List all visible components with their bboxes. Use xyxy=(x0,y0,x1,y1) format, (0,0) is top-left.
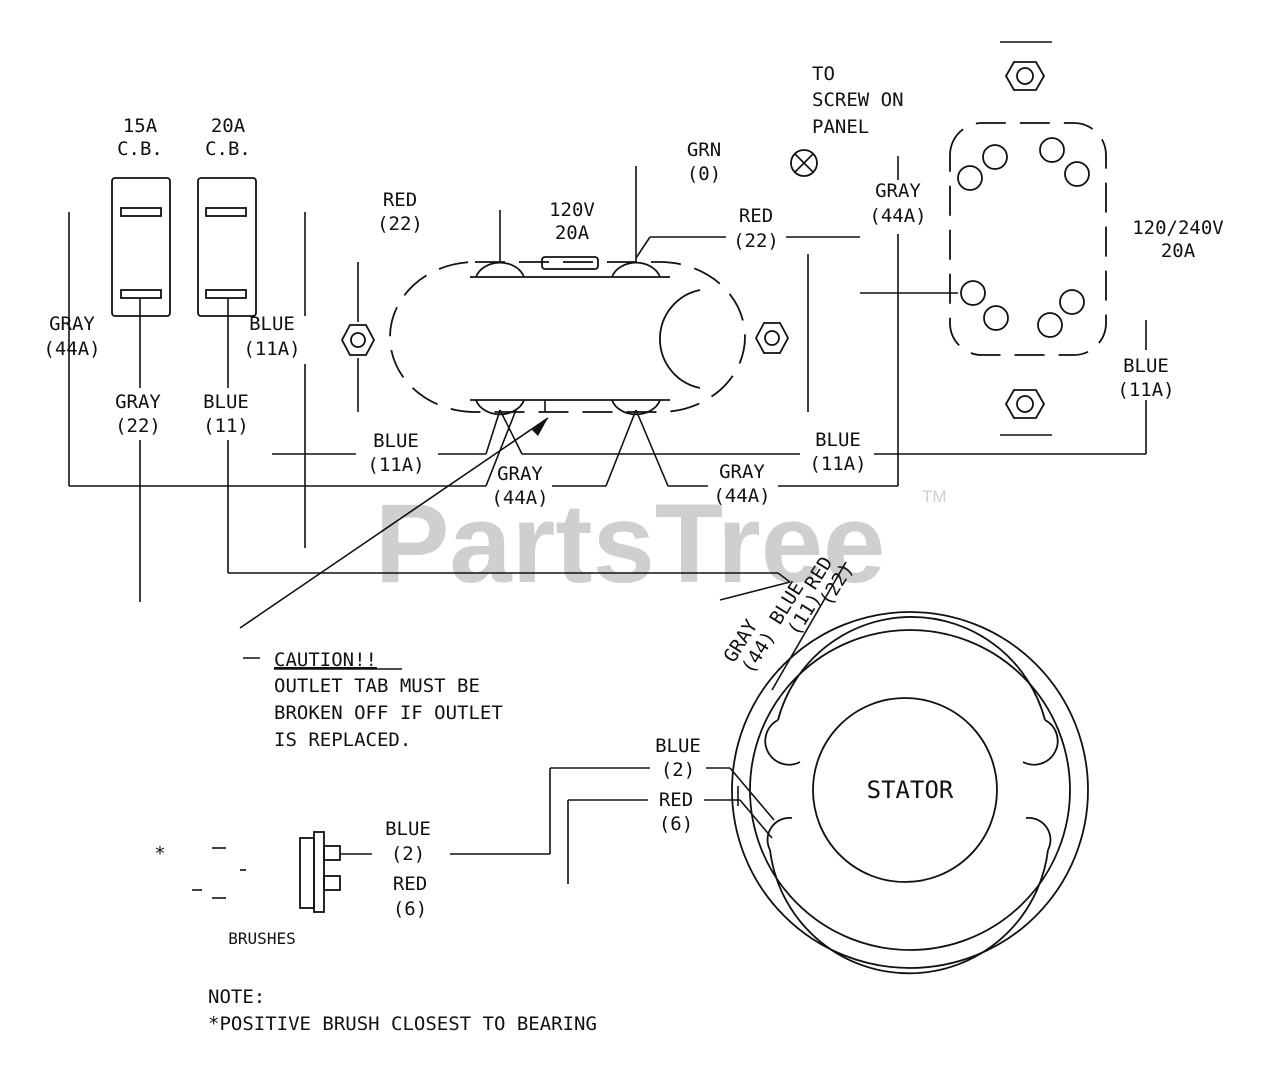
label-120-240v-amps: 20A xyxy=(1161,240,1196,262)
svg-text:SCREW ON: SCREW ON xyxy=(812,89,904,111)
gray-44a-mid: GRAY xyxy=(497,463,543,485)
svg-text:(11A): (11A) xyxy=(1117,379,1174,401)
blue-2-brush: BLUE xyxy=(385,818,431,840)
svg-text:(22): (22) xyxy=(733,230,779,252)
svg-text:(0): (0) xyxy=(687,163,721,185)
brushes-label: BRUSHES xyxy=(228,929,295,948)
blue-11a-right: BLUE xyxy=(815,429,861,451)
red-22-top: RED xyxy=(383,189,417,211)
caution-line-3: IS REPLACED. xyxy=(274,729,411,751)
grn-0: GRN xyxy=(687,139,721,161)
blue-11a-left: BLUE xyxy=(249,313,295,335)
blue-2-stator: BLUE xyxy=(655,735,701,757)
outlet-120v-20a: 120V 20A xyxy=(340,166,790,416)
caution-note: CAUTION!! OUTLET TAB MUST BE BROKEN OFF … xyxy=(274,649,503,751)
wire-labels: RED (22) GRN (0) TO SCREW ON PANEL RED (… xyxy=(43,63,1174,920)
wires xyxy=(68,156,1147,884)
red-22-right: RED xyxy=(739,205,773,227)
red-6-brush: RED xyxy=(393,873,427,895)
watermark-text: PartsTree xyxy=(375,481,886,606)
gray-22: GRAY xyxy=(115,391,161,413)
screw-note: TO xyxy=(812,63,835,85)
breaker-15a-type: C.B. xyxy=(117,138,163,160)
watermark-tm: TM xyxy=(922,487,947,506)
svg-text:(22): (22) xyxy=(377,213,423,235)
svg-text:(11A): (11A) xyxy=(243,338,300,360)
svg-text:(22): (22) xyxy=(115,415,161,437)
blue-11a-far: BLUE xyxy=(1123,355,1169,377)
svg-text:(2): (2) xyxy=(391,843,425,865)
stator: STATOR xyxy=(731,611,1089,975)
circuit-breaker-20a: 20A C.B. xyxy=(197,115,257,317)
stator-label: STATOR xyxy=(867,776,954,804)
svg-text:(44A): (44A) xyxy=(491,487,548,509)
circuit-breaker-15a: 15A C.B. xyxy=(111,115,171,317)
red-6-stator: RED xyxy=(659,789,693,811)
brush-assembly: * BRUSHES xyxy=(154,831,372,948)
breaker-15a-amps: 15A xyxy=(123,115,158,137)
stator-lead-gray: GRAY (44) xyxy=(720,615,781,677)
svg-text:(6): (6) xyxy=(393,898,427,920)
svg-text:(44A): (44A) xyxy=(869,205,926,227)
blue-11: BLUE xyxy=(203,391,249,413)
caution-title: CAUTION!! xyxy=(274,649,377,671)
parts-tree-watermark: PartsTree TM xyxy=(375,481,947,606)
asterisk-mark: * xyxy=(154,843,165,865)
svg-text:PANEL: PANEL xyxy=(812,116,869,138)
ground-screw-symbol xyxy=(790,149,818,177)
blue-11a-mid: BLUE xyxy=(373,430,419,452)
label-120v-amps: 20A xyxy=(555,222,590,244)
svg-text:(44A): (44A) xyxy=(43,338,100,360)
svg-text:(11): (11) xyxy=(203,415,249,437)
label-120v: 120V xyxy=(549,199,595,221)
gray-44a-top: GRAY xyxy=(875,180,921,202)
breaker-20a-amps: 20A xyxy=(211,115,246,137)
gray-44a-left: GRAY xyxy=(49,313,95,335)
svg-text:(11A): (11A) xyxy=(809,453,866,475)
gray-44a-mid2: GRAY xyxy=(719,461,765,483)
svg-text:(6): (6) xyxy=(659,813,693,835)
footer-note: NOTE: *POSITIVE BRUSH CLOSEST TO BEARING xyxy=(208,986,597,1035)
caution-line-1: OUTLET TAB MUST BE xyxy=(274,675,480,697)
outlet-120-240v-20a: 120/240V 20A xyxy=(949,41,1224,436)
breaker-20a-type: C.B. xyxy=(205,138,251,160)
svg-text:(11A): (11A) xyxy=(367,454,424,476)
svg-text:(2): (2) xyxy=(661,759,695,781)
label-120-240v: 120/240V xyxy=(1132,217,1224,239)
note-title: NOTE: xyxy=(208,986,265,1008)
caution-line-2: BROKEN OFF IF OUTLET xyxy=(274,702,503,724)
note-text: *POSITIVE BRUSH CLOSEST TO BEARING xyxy=(208,1013,597,1035)
svg-text:(44A): (44A) xyxy=(713,485,770,507)
